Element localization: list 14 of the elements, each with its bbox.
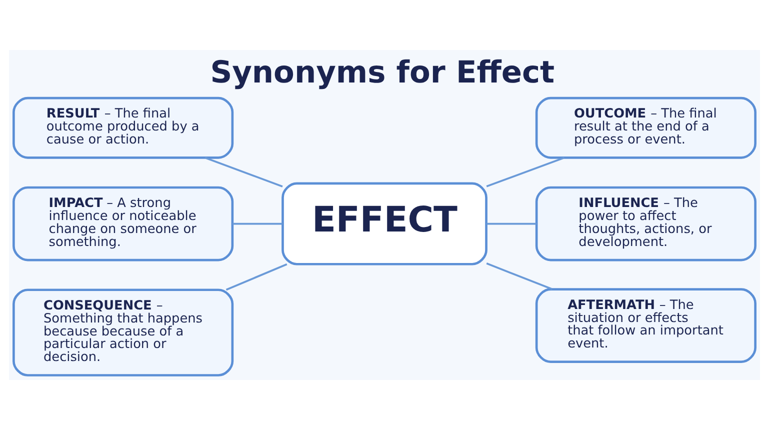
connector <box>232 222 282 224</box>
node-box: IMPACT – A strong influence or noticeable change on someone or something. <box>12 186 234 261</box>
node-box: RESULT – The final outcome produced by a cause or action. <box>12 96 234 158</box>
node-box: CONSEQUENCE – Something that happens because because of a particular action or decision. <box>12 288 234 376</box>
node-box: OUTCOME – The final result at the end of a process or event. <box>534 96 756 158</box>
node-box: INFLUENCE – The power to affect thoughts, actions, or development. <box>534 186 756 261</box>
node-box: AFTERMATH – The situation or effects that follow an important event. <box>534 288 756 362</box>
connector <box>225 262 287 290</box>
diagram-title: Synonyms for Effect <box>210 55 554 90</box>
connector <box>204 156 282 187</box>
node-box: EFFECT <box>281 182 487 265</box>
connector <box>486 156 564 187</box>
connector <box>486 222 536 224</box>
connector <box>486 262 552 290</box>
